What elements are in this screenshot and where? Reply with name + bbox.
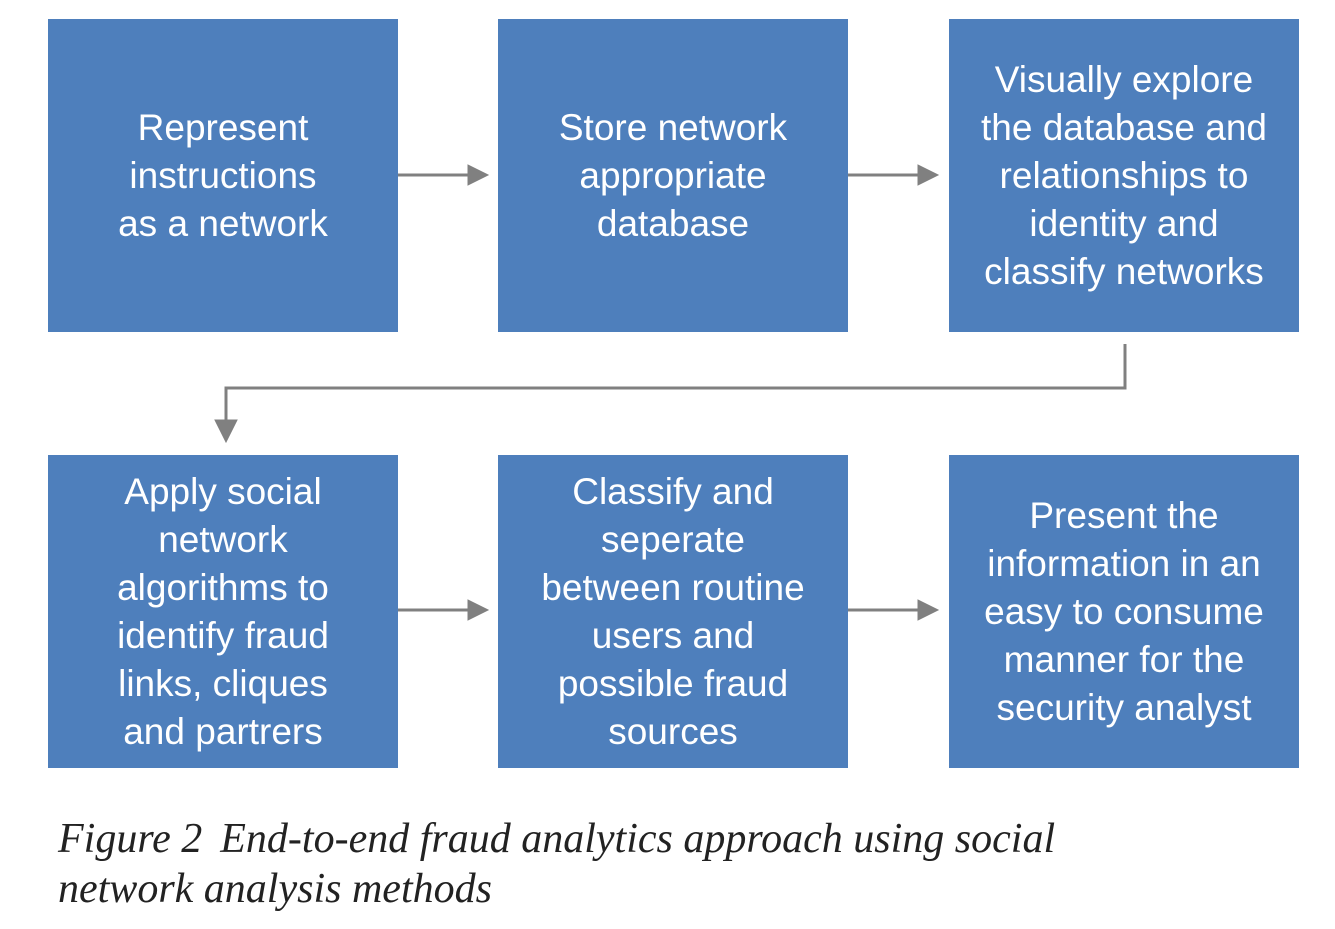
step-apply-box: Apply social network algorithms to ident… bbox=[48, 455, 398, 768]
arrowhead-store-to-explore bbox=[917, 164, 940, 186]
step-classify-text: Classify and seperate between routine us… bbox=[541, 470, 805, 752]
step-represent-box: Represent instructions as a network bbox=[48, 19, 398, 332]
arrow-explore-to-apply bbox=[224, 344, 1127, 424]
step-explore-text: Visually explore the database and relati… bbox=[981, 58, 1267, 292]
caption-title-part-1: End-to-end fraud analytics approach usin… bbox=[220, 816, 1056, 862]
step-present-box: Present the information in an easy to co… bbox=[949, 455, 1299, 768]
step-store-box: Store network appropriate database bbox=[498, 19, 848, 332]
step-classify-box: Classify and seperate between routine us… bbox=[498, 455, 848, 768]
caption-line-1: Figure 2 End-to-end fraud analytics appro… bbox=[58, 814, 1258, 864]
arrowhead-represent-to-store bbox=[467, 164, 490, 186]
caption-figure-number: Figure 2 bbox=[58, 816, 203, 862]
arrowhead-apply-to-classify bbox=[467, 599, 490, 621]
caption-line-2: network analysis methods bbox=[58, 866, 492, 912]
step-explore-box: Visually explore the database and relati… bbox=[949, 19, 1299, 332]
arrowhead-explore-to-apply bbox=[214, 419, 238, 444]
step-present-text: Present the information in an easy to co… bbox=[984, 494, 1264, 728]
figure-caption: Figure 2 End-to-end fraud analytics appro… bbox=[58, 814, 1258, 914]
step-apply-text: Apply social network algorithms to ident… bbox=[117, 470, 329, 752]
step-represent-text: Represent instructions as a network bbox=[118, 106, 328, 244]
step-store-text: Store network appropriate database bbox=[558, 106, 788, 244]
arrowhead-classify-to-present bbox=[917, 599, 940, 621]
